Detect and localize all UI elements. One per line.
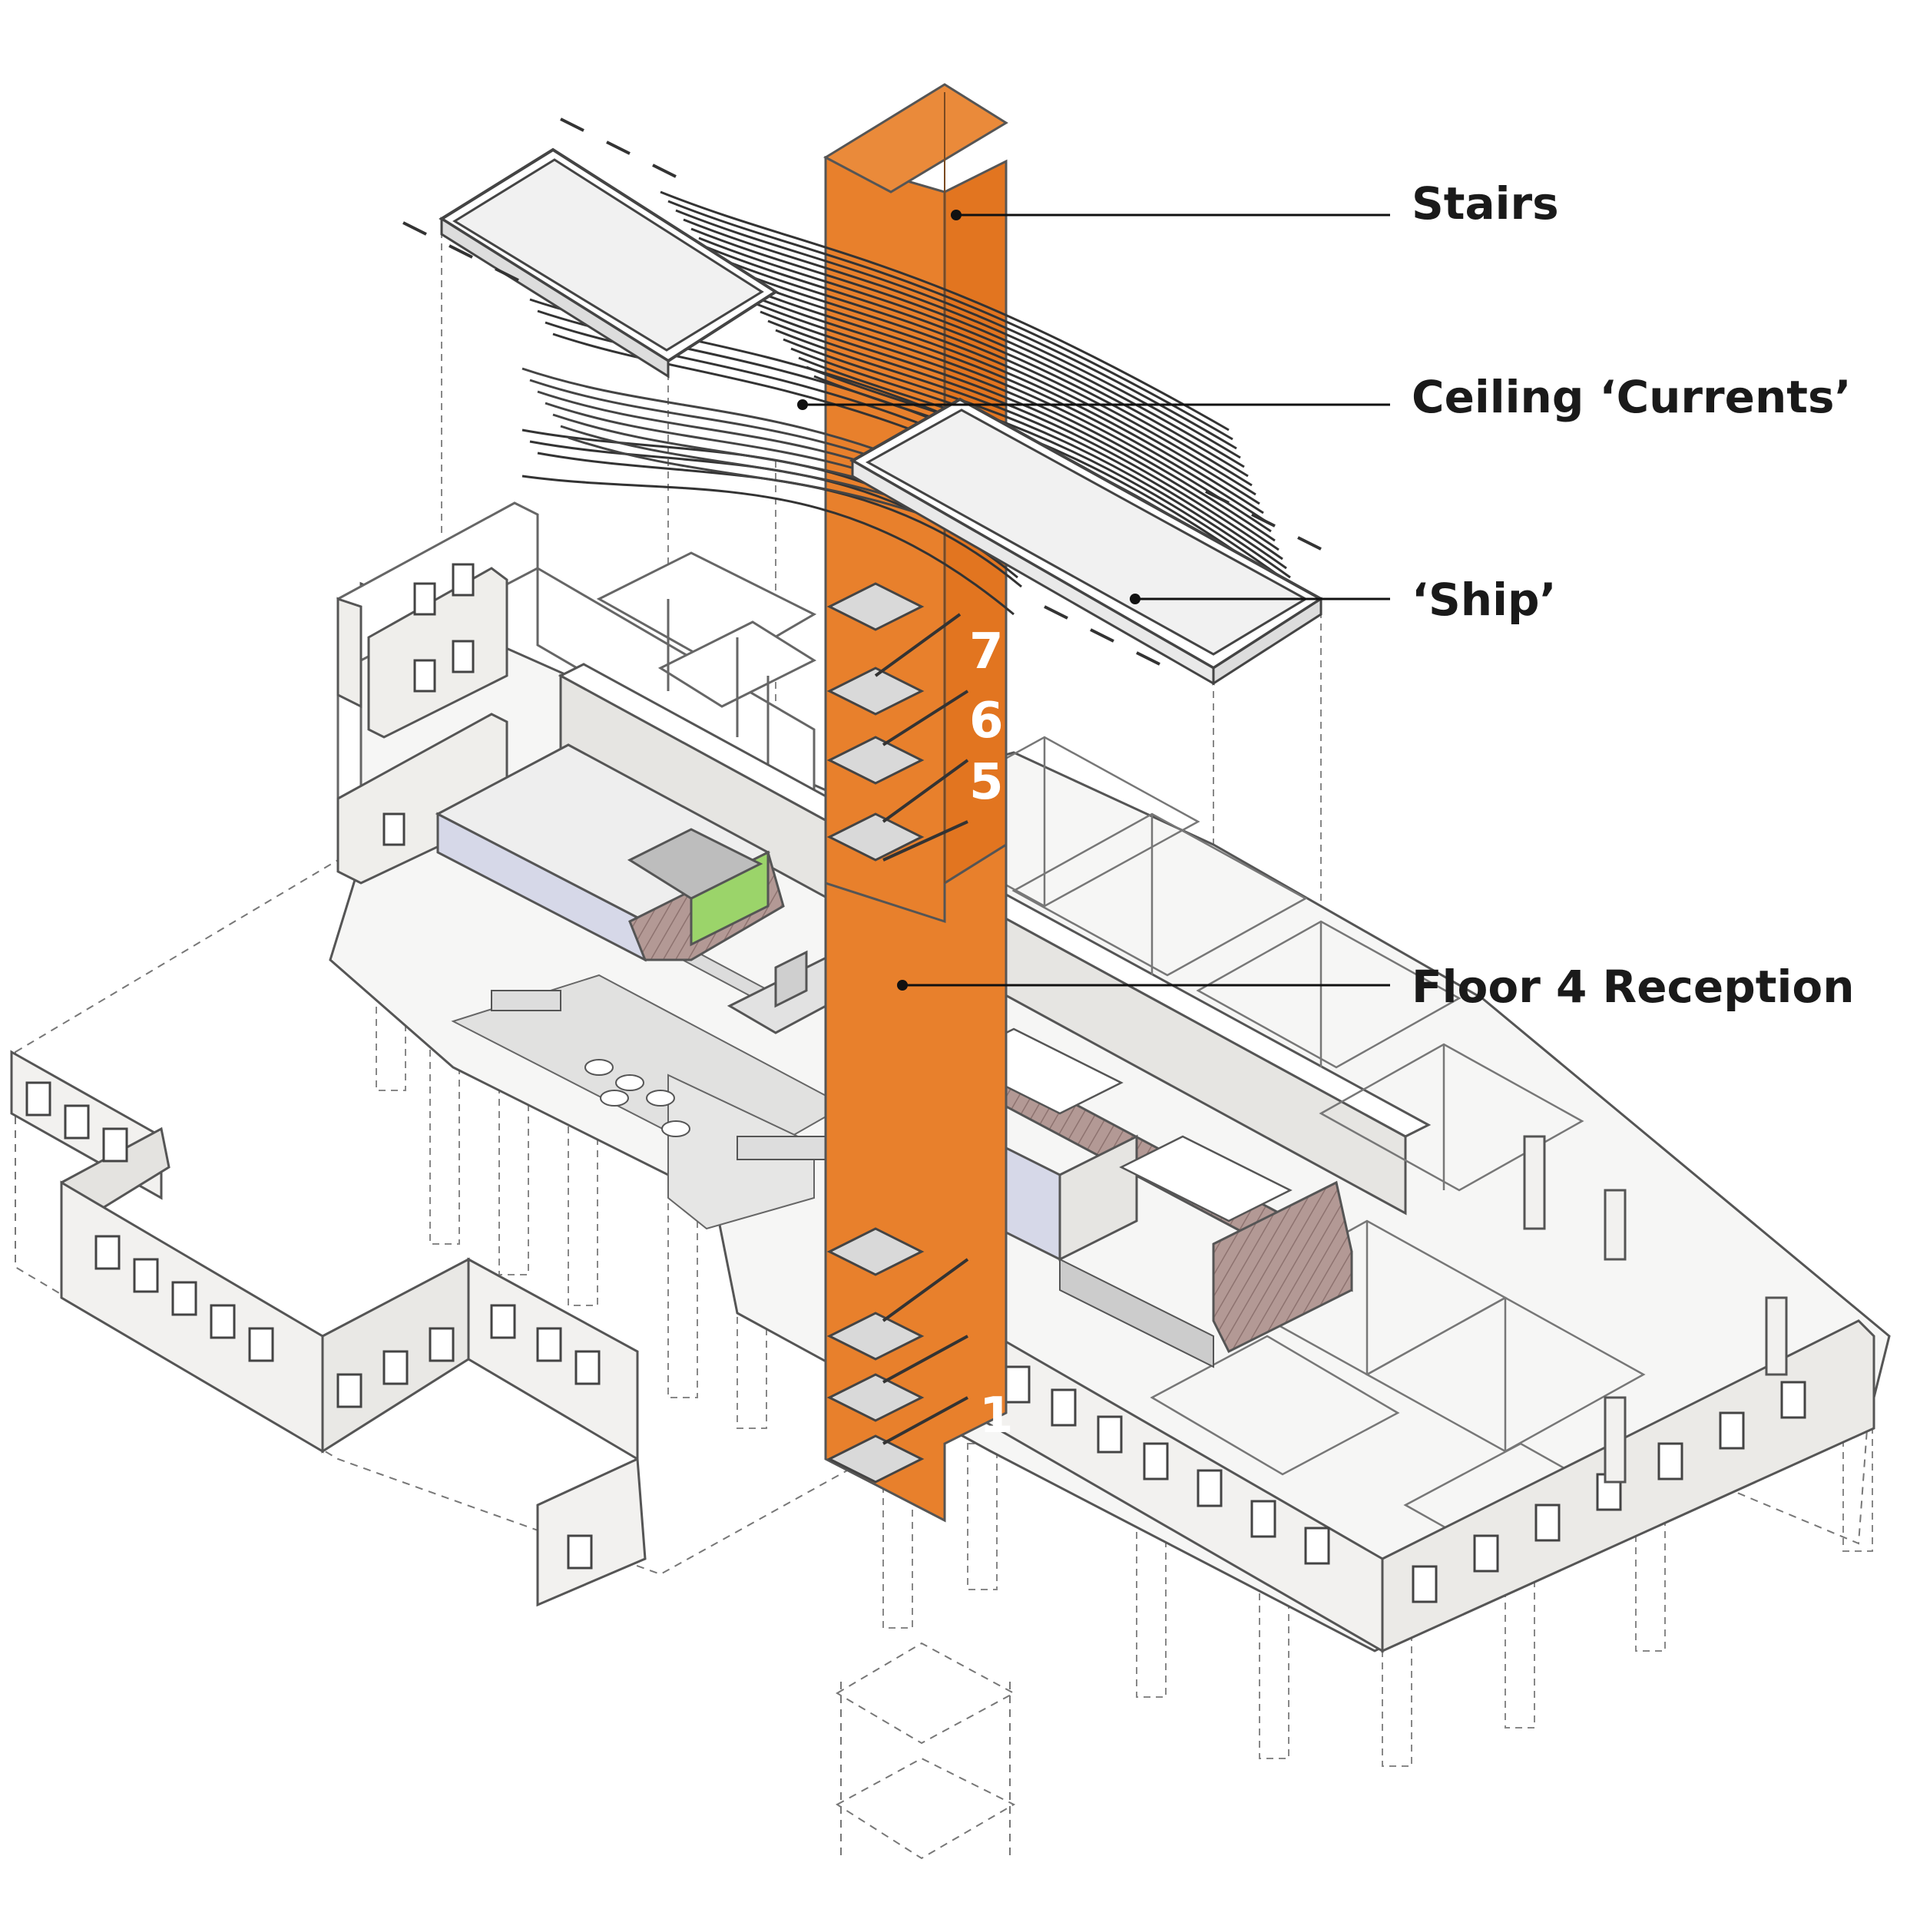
callout-ship: ‘Ship’ xyxy=(1412,574,1557,626)
callout-floor4-reception: Floor 4 Reception xyxy=(1412,961,1855,1013)
callout-ceiling-currents: Ceiling ‘Currents’ xyxy=(1412,371,1852,423)
callout-leaders xyxy=(803,213,1390,987)
callout-stairs: Stairs xyxy=(1412,177,1559,230)
callout-dots xyxy=(797,210,1140,991)
axis-dashes xyxy=(402,117,1322,666)
reception-area xyxy=(435,743,886,1160)
floor-number-5: 5 xyxy=(969,754,1004,811)
ship-right xyxy=(849,397,1324,686)
floor-number-6: 6 xyxy=(969,693,1004,749)
floor4-west-wall xyxy=(336,563,508,885)
left-wing-wall xyxy=(10,1050,647,1607)
floor-number-1: 1 xyxy=(979,1388,1014,1444)
stair-core: 7 6 5 1 xyxy=(823,83,1014,1523)
right-wing-wall xyxy=(982,1135,1875,1653)
floor-number-7: 7 xyxy=(969,624,1004,680)
ship-upper-left xyxy=(439,147,779,379)
